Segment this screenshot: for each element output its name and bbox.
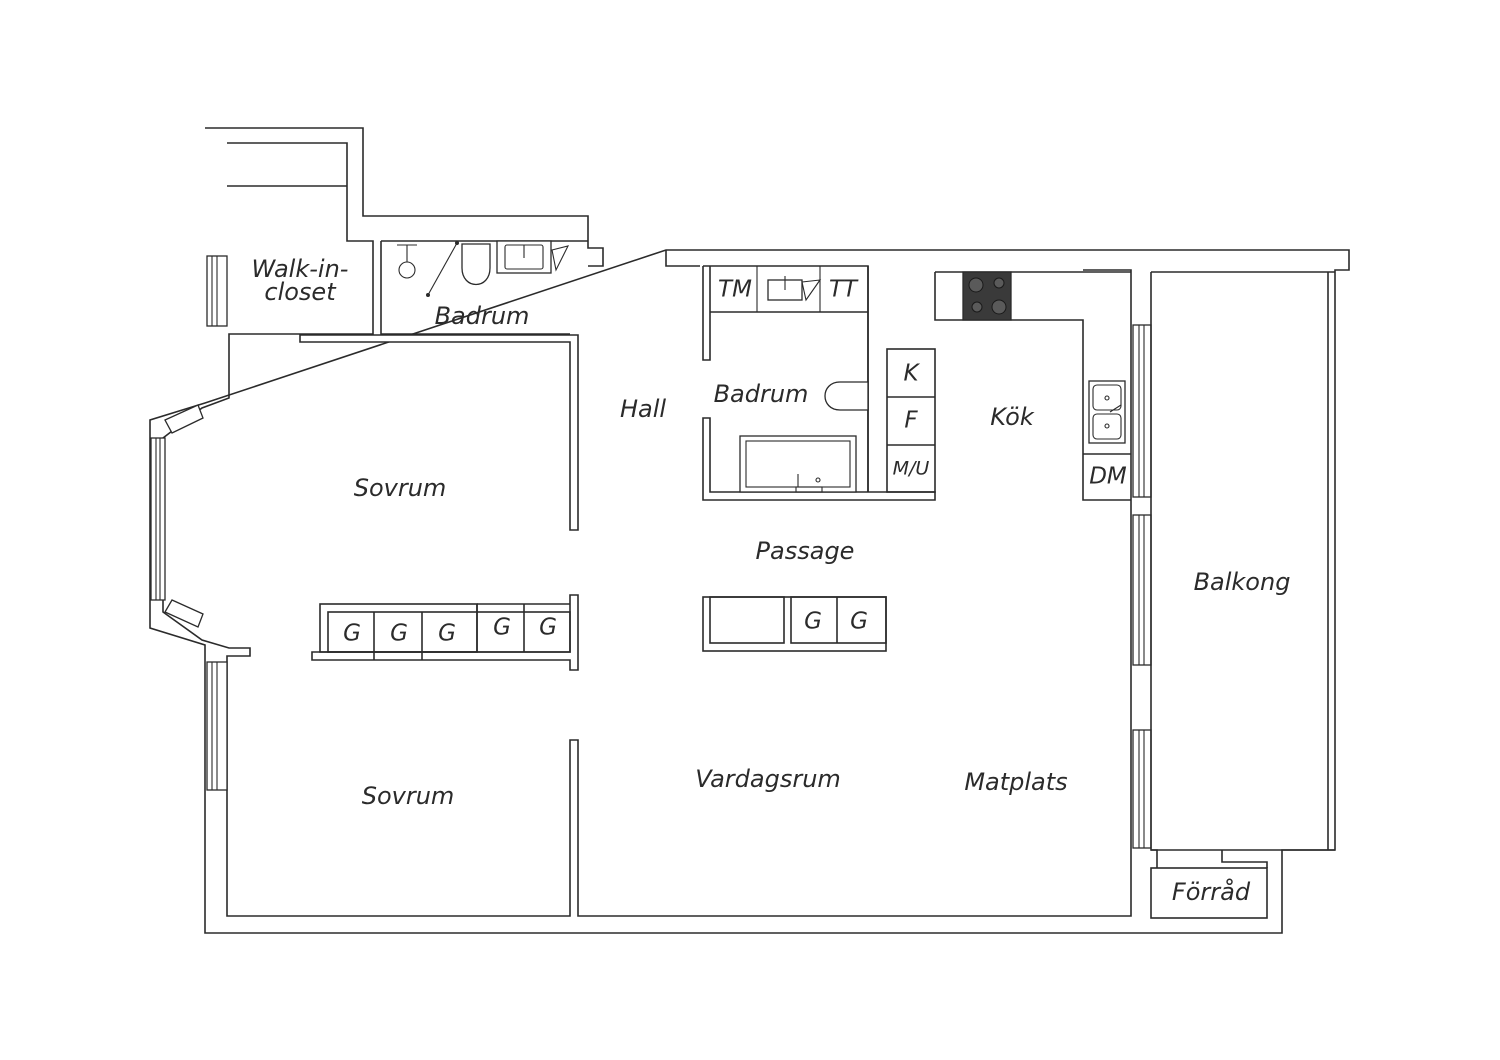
room-label-bathroom-small: Badrum [435,302,530,330]
wardrobe-label: G [438,621,456,647]
room-label-bedroom-upper: Sovrum [354,474,447,502]
room-label-bedroom-lower: Sovrum [362,782,455,810]
large-bathroom-fixtures [739,266,869,493]
wardrobe-label: G [390,621,408,647]
room-label-kitchen: Kök [990,403,1035,431]
wardrobes [319,596,887,660]
wardrobe-label: G [539,615,557,641]
kitchen-sink-icon [1088,380,1126,444]
fixture-label-washer: TM [718,277,752,303]
wardrobe-label: G [850,609,868,635]
windows [150,255,1152,849]
outer-walls [149,127,1350,934]
washbasin-icon [496,240,570,274]
fixture-label-microwave-oven: M/U [893,458,930,480]
interior-walls [299,240,1335,919]
shower-icon [397,241,459,297]
fixture-label-dryer: TT [829,277,859,303]
fixture-label-fridge: K [903,361,920,387]
toilet-icon [461,243,491,285]
room-label-passage: Passage [756,537,855,565]
room-label-walk-in-closet-1: Walk-in- [252,255,349,283]
room-label-living-room: Vardagsrum [695,765,841,793]
kitchen-fixtures [886,271,1131,493]
room-label-balcony: Balkong [1194,568,1291,596]
washbasin-icon [767,276,822,302]
room-label-walk-in-closet-2: closet [264,278,337,306]
room-label-hall: Hall [620,395,666,423]
room-label-dining: Matplats [964,768,1067,796]
room-labels: Walk-in- closet Badrum Badrum Hall Kök S… [252,255,1291,906]
fixture-labels: TM TT K F M/U DM G G G G G G G [343,277,1127,647]
small-bathroom-fixtures [397,240,570,297]
wardrobe-label: G [343,621,361,647]
wardrobe-label: G [804,609,822,635]
toilet-icon [824,381,869,411]
fixture-label-dishwasher: DM [1089,464,1127,490]
bathtub-icon [739,435,857,493]
fixture-label-freezer: F [904,408,918,434]
room-label-storage: Förråd [1172,877,1251,906]
wardrobe-label: G [493,615,511,641]
room-label-bathroom-large: Badrum [714,380,809,408]
stove-icon [962,271,1012,321]
